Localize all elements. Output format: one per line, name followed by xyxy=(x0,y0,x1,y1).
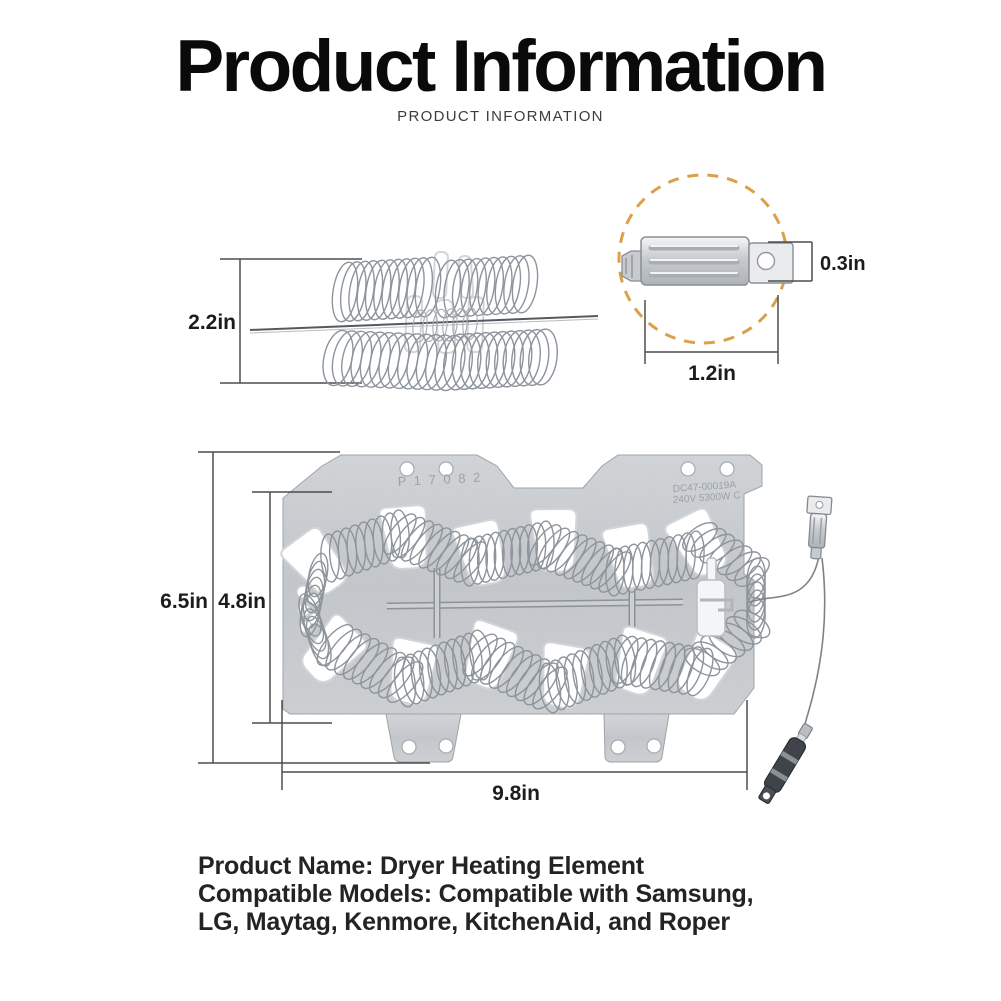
product-description: Product Name: Dryer Heating Element Comp… xyxy=(198,852,754,936)
dimension-0-3in: 0.3in xyxy=(768,241,866,282)
terminal-blade-hole xyxy=(756,251,776,271)
coil-lower-2 xyxy=(393,629,492,708)
internal-terminal-bracket xyxy=(696,557,734,637)
side-view-diagram: 2.2in xyxy=(188,250,599,392)
dimension-label-terminal-width: 1.2in xyxy=(688,362,736,385)
coil-left-uturn-top xyxy=(299,552,329,638)
dimension-label-width: 9.8in xyxy=(492,782,540,805)
external-components xyxy=(749,495,833,804)
page-title: Product Information xyxy=(175,26,828,107)
plate-stamp-serial: P 1 7 0 8 2 xyxy=(397,470,482,489)
spade-terminal xyxy=(806,495,833,560)
dimension-6-5in: 6.5in xyxy=(160,451,430,764)
coil-upper-1 xyxy=(320,509,410,583)
dimension-label-overall-height: 6.5in xyxy=(160,590,208,613)
side-view-coil-top-left xyxy=(331,256,442,323)
coil-upper-2 xyxy=(383,513,487,583)
dimension-9-8in: 9.8in xyxy=(281,700,748,805)
dimension-label-inner-height: 4.8in xyxy=(218,590,266,613)
thermal-fuse xyxy=(758,723,813,804)
dimension-4-8in: 4.8in xyxy=(218,491,332,724)
terminal-detail-diagram: 0.3in 1.2in xyxy=(617,173,866,385)
side-view-plate-edge-highlight xyxy=(249,318,599,334)
side-view-coil-middle xyxy=(412,307,478,343)
compatible-models-line: Compatible Models: Compatible with Samsu… xyxy=(198,880,754,908)
plate-stamp-part-number: DC47-00019A xyxy=(672,480,736,495)
side-view-plate-edge xyxy=(249,315,599,331)
compatible-brands-line: LG, Maytag, Kenmore, KitchenAid, and Rop… xyxy=(198,908,730,936)
plate-foot-left xyxy=(385,713,462,763)
coil-upper-5 xyxy=(605,530,705,597)
page-subtitle: PRODUCT INFORMATION xyxy=(397,108,604,125)
coil-lower-5 xyxy=(611,635,714,697)
product-name-line: Product Name: Dryer Heating Element xyxy=(198,852,644,880)
lead-wire-left xyxy=(749,555,820,603)
lead-wire-down xyxy=(801,557,826,735)
plate-stamp-rating: 240V 5300W C xyxy=(672,490,740,506)
coil-upper-3 xyxy=(460,520,555,587)
dimension-1-2in: 1.2in xyxy=(644,295,779,385)
coil-right-arc-bottom xyxy=(683,609,771,677)
dimension-label-terminal-height: 0.3in xyxy=(820,253,866,275)
top-view-diagram: P 1 7 0 8 2 DC47-00019A 240V 5300W C xyxy=(160,451,833,805)
coil-left-uturn-bottom xyxy=(298,593,332,667)
plate-holes xyxy=(399,461,735,755)
plate-foot-right xyxy=(603,713,670,763)
side-view-coil-bottom-right xyxy=(443,328,558,391)
dimension-label-side-height: 2.2in xyxy=(188,311,236,334)
side-view-coil-top-right xyxy=(434,254,539,319)
terminal-body-grooves xyxy=(648,245,740,278)
dimension-2-2in: 2.2in xyxy=(188,258,362,384)
